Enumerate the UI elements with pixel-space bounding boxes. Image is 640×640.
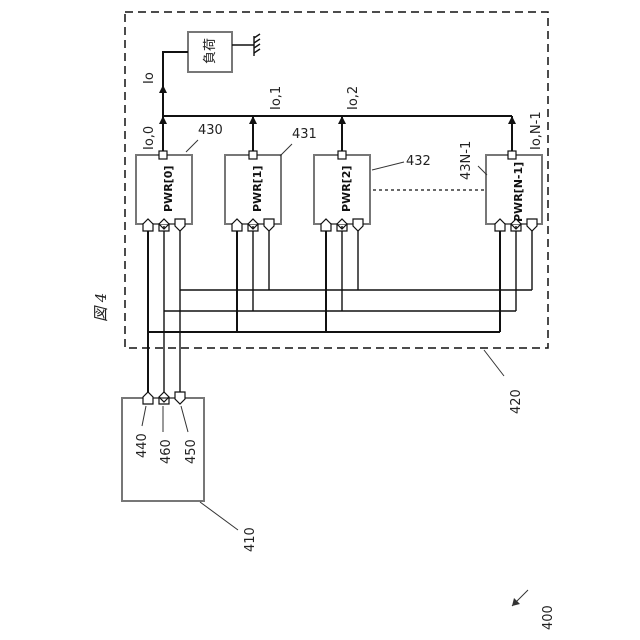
current-arrow-io	[159, 85, 167, 93]
unit-2-ref: 432	[406, 154, 431, 169]
load-label: 負荷	[203, 38, 218, 64]
controller-port-440: 440	[135, 433, 150, 458]
controller-ref-leader	[200, 502, 238, 530]
unit-1-name: PWR[1]	[251, 166, 264, 212]
controller-ref: 410	[243, 527, 258, 552]
controller-port-460: 460	[159, 439, 174, 464]
unit-0-ref-leader	[186, 140, 198, 152]
figure-ref: 400	[541, 605, 556, 630]
unit-1-ref: 431	[292, 127, 317, 142]
unit-1-ref-leader	[280, 144, 292, 156]
enclosure-ref: 420	[509, 389, 524, 414]
unit-2-ref-leader	[372, 162, 404, 170]
unit-0-name: PWR[0]	[162, 166, 175, 212]
unit-0-ref: 430	[198, 123, 223, 138]
unit-2-current-label: Io,2	[346, 86, 361, 110]
unit-n1-name: PWR[N-1]	[512, 162, 525, 222]
figure-label: 図 4	[92, 293, 110, 322]
unit-0-current-label: Io,0	[142, 126, 157, 150]
unit-n1-current-label: Io,N-1	[529, 111, 544, 150]
unit-2-name: PWR[2]	[340, 166, 353, 212]
enclosure-ref-leader	[484, 350, 504, 376]
ground-icon	[254, 34, 260, 56]
output-current-wire	[163, 52, 188, 116]
bus-current-label: Io	[142, 72, 157, 84]
unit-n1-ref: 43N-1	[459, 141, 474, 180]
controller-port-450: 450	[184, 439, 199, 464]
unit-control-lines	[148, 226, 532, 398]
unit-1-current-label: Io,1	[269, 86, 284, 110]
